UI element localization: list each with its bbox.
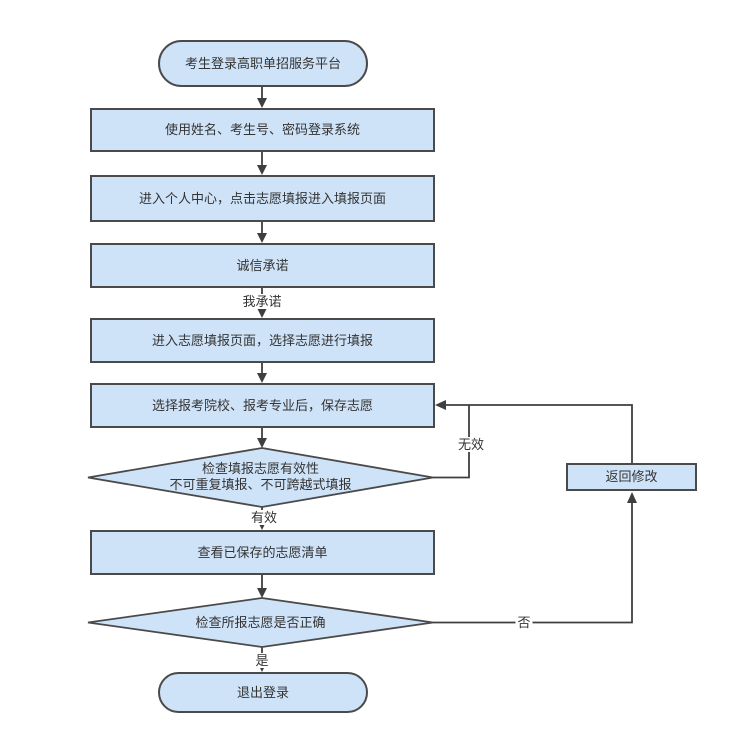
arrow-down-icon <box>257 233 267 243</box>
edge-label-no: 否 <box>515 615 533 630</box>
edge-label-valid: 有效 <box>248 510 280 525</box>
edge-label-invalid: 无效 <box>455 437 487 452</box>
node-return-modify-process: 返回修改 <box>566 463 697 491</box>
edge-invalid-merge <box>433 405 470 479</box>
node-start-terminator: 考生登录高职单招服务平台 <box>158 40 368 87</box>
decision-check-correct <box>87 597 434 648</box>
arrow-down-icon <box>257 98 267 108</box>
edge-label-promise: 我承诺 <box>240 294 284 309</box>
decision-check-validity-line2: 不可重复填报、不可跨越式填报 <box>169 477 352 492</box>
arrow-down-icon <box>257 165 267 175</box>
decision-check-validity-label: 检查填报志愿有效性 不可重复填报、不可跨越式填报 <box>90 461 431 493</box>
arrow-down-icon <box>257 308 267 318</box>
node-view-saved-process: 查看已保存的志愿清单 <box>90 530 435 575</box>
node-integrity-label: 诚信承诺 <box>236 257 289 273</box>
decision-check-correct-label: 检查所报志愿是否正确 <box>90 615 431 631</box>
arrow-left-icon <box>435 400 446 410</box>
node-enter-fill-label: 进入志愿填报页面，选择志愿进行填报 <box>151 332 373 348</box>
node-login-process: 使用姓名、考生号、密码登录系统 <box>90 108 435 152</box>
node-end-terminator: 退出登录 <box>158 672 368 713</box>
node-login-label: 使用姓名、考生号、密码登录系统 <box>164 122 360 137</box>
arrow-down-icon <box>257 438 267 448</box>
edge-no-return <box>433 503 633 624</box>
arrow-down-icon <box>257 588 267 598</box>
decision-check-validity-line1: 检查填报志愿有效性 <box>201 461 319 476</box>
decision-check-correct-text: 检查所报志愿是否正确 <box>195 615 326 630</box>
node-personal-center-label: 进入个人中心，点击志愿填报进入填报页面 <box>138 190 386 206</box>
node-personal-center-process: 进入个人中心，点击志愿填报进入填报页面 <box>90 175 435 222</box>
node-view-saved-label: 查看已保存的志愿清单 <box>197 544 328 560</box>
arrow-up-icon <box>627 492 637 503</box>
decision-check-validity <box>87 447 434 508</box>
arrow-down-icon <box>257 373 267 383</box>
node-start-label: 考生登录高职单招服务平台 <box>184 55 341 71</box>
node-save-process: 选择报考院校、报考专业后，保存志愿 <box>90 383 435 428</box>
edge-return-save <box>446 404 633 463</box>
node-integrity-process: 诚信承诺 <box>90 243 435 288</box>
node-save-label: 选择报考院校、报考专业后，保存志愿 <box>151 397 373 413</box>
edge-label-yes: 是 <box>253 653 271 668</box>
node-return-modify-label: 返回修改 <box>605 469 658 484</box>
node-end-label: 退出登录 <box>236 684 289 700</box>
node-enter-fill-process: 进入志愿填报页面，选择志愿进行填报 <box>90 318 435 363</box>
